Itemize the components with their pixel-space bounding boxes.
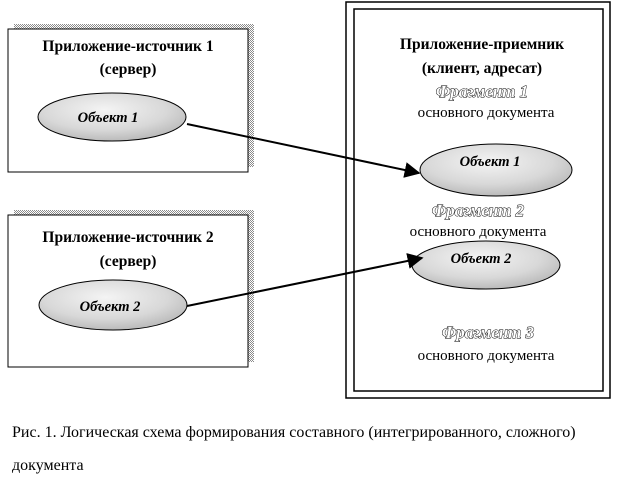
fragment-1-title: Фрагмент 1 [436, 82, 528, 101]
source-app-1-object-label: Объект 1 [78, 110, 139, 126]
source-app-2-title-line1: Приложение-источник 2 [42, 229, 213, 246]
receiver-app-inner-frame [353, 8, 604, 392]
fragment-3-title: Фрагмент 3 [442, 323, 535, 342]
receiver-app-title-line1: Приложение-приемник [400, 36, 564, 53]
receiver-app-box: Приложение-приемник (клиент, адресат) Фр… [345, 1, 611, 399]
fragment-2-subtitle: основного документа [410, 224, 547, 240]
receiver-object-1-label: Объект 1 [460, 154, 521, 170]
fragment-3-subtitle: основного документа [418, 348, 555, 364]
source-app-1-object-ellipse [37, 92, 187, 142]
source-app-2-title-line2: (сервер) [100, 253, 157, 270]
arrow-object-1-link [186, 123, 421, 178]
source-app-1-box: Приложение-источник 1 (сервер) Объект 1 [7, 24, 254, 173]
receiver-object-1-ellipse [419, 143, 573, 197]
fragment-1-subtitle: основного документа [418, 105, 555, 121]
source-app-2-object-label: Объект 2 [80, 299, 141, 315]
figure-caption: Рис. 1. Логическая схема формирования со… [12, 424, 576, 474]
fragment-2-title: Фрагмент 2 [432, 201, 525, 220]
receiver-object-2-label: Объект 2 [451, 251, 512, 267]
source-app-1-title-line1: Приложение-источник 1 [42, 38, 213, 55]
source-app-1-title-line2: (сервер) [100, 61, 157, 78]
arrow-object-2-link [186, 253, 424, 307]
source-app-2-box: Приложение-источник 2 (сервер) Объект 2 [7, 210, 254, 368]
receiver-app-title-line2: (клиент, адресат) [422, 60, 542, 77]
